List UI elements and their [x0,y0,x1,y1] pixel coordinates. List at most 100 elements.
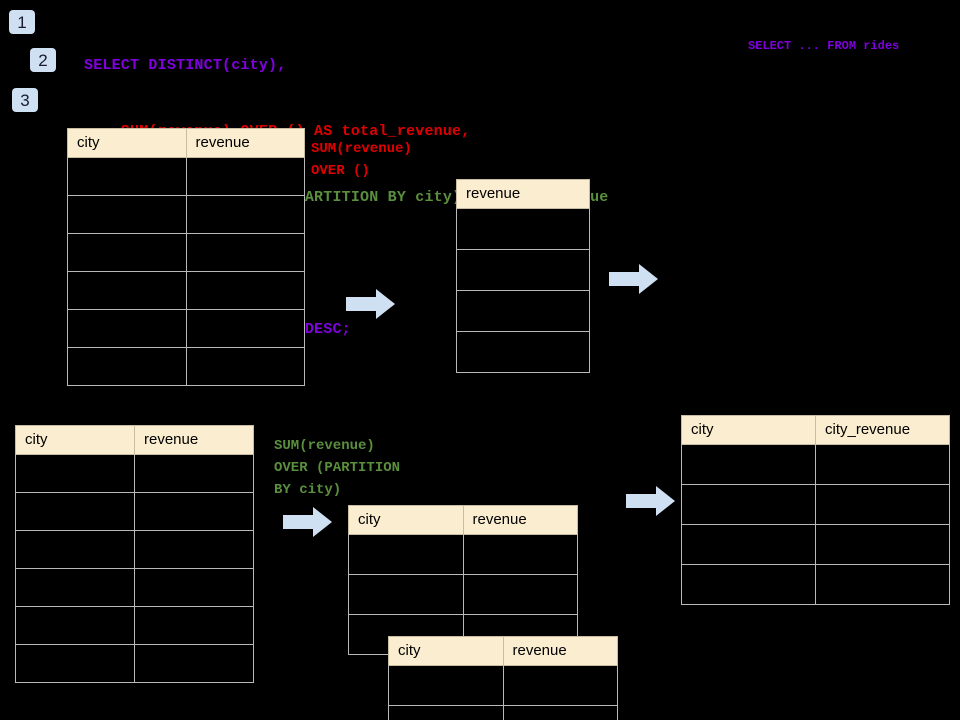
table-total-revenue: revenue [456,179,590,373]
table-cell [348,534,464,575]
table-cell [134,606,254,645]
table-cell [185,195,305,234]
table-cell [185,271,305,310]
table-cell [456,290,590,332]
arrow-rides-to-partition [283,506,333,543]
arrow-rides-to-total [346,288,396,325]
table-row [15,606,254,645]
table-cell [67,233,187,272]
arrow-total-to-result [609,263,659,300]
table-header-row: city revenue [67,128,305,158]
table-cell [15,644,135,683]
table-cell [134,644,254,683]
table-row [67,233,305,272]
table-partition-front: city revenue [388,636,618,720]
table-cell [681,564,816,605]
table-header-row: city revenue [15,425,254,455]
table-row [67,347,305,386]
table-header-row: revenue [456,179,590,209]
table-cell [456,331,590,373]
step-badge-1-label: 1 [17,12,27,32]
step-badge-2: 2 [30,48,56,72]
table-row [456,208,590,250]
table-result: city city_revenue [681,415,950,605]
table-cell [815,564,950,605]
table-cell [348,574,464,615]
table-row [67,195,305,234]
table-cell [134,568,254,607]
table-row [15,454,254,493]
annotation-sum-over-empty: SUM(revenue) OVER () [311,141,412,179]
table-cell [815,524,950,565]
table-row [15,644,254,683]
column-header-city: city [388,636,504,666]
table-cell [388,705,504,720]
column-header-revenue: revenue [456,179,590,209]
table-cell [134,454,254,493]
table-cell [388,665,504,706]
table-cell [15,606,135,645]
table-cell [67,347,187,386]
table-cell [185,233,305,272]
sql-line-select: SELECT DISTINCT(city), [84,57,287,74]
table-cell [15,454,135,493]
table-row [681,484,950,525]
table-row [456,331,590,373]
table-row [388,705,618,720]
arrow-partition-to-result [626,485,676,522]
table-cell [456,249,590,291]
table-header-row: city revenue [388,636,618,666]
table-row [348,534,578,575]
table-cell [502,705,618,720]
column-header-revenue: revenue [185,128,305,158]
table-cell [67,195,187,234]
column-header-revenue: revenue [462,505,578,535]
table-cell [67,309,187,348]
table-cell [462,534,578,575]
table-cell [15,492,135,531]
step-badge-2-label: 2 [38,50,48,70]
table-row [15,492,254,531]
table-cell [15,530,135,569]
table-cell [681,484,816,525]
side-note-select-from-rides: SELECT ... FROM rides [748,39,900,53]
column-header-city-revenue: city_revenue [815,415,950,445]
column-header-city: city [681,415,816,445]
step-badge-1: 1 [9,10,35,34]
table-cell [134,530,254,569]
table-row [681,564,950,605]
table-header-row: city city_revenue [681,415,950,445]
table-row [15,568,254,607]
table-row [348,574,578,615]
table-rides-bottom: city revenue [15,425,254,683]
table-cell [67,157,187,196]
table-rides-top: city revenue [67,128,305,386]
table-cell [185,347,305,386]
table-row [388,665,618,706]
table-cell [185,157,305,196]
column-header-city: city [15,425,135,455]
table-row [67,157,305,196]
table-row [67,271,305,310]
step-badge-3: 3 [12,88,38,112]
table-cell [462,574,578,615]
annotation-sum-over-partition: SUM(revenue) OVER (PARTITION BY city) [274,438,401,498]
table-row [681,444,950,485]
table-row [15,530,254,569]
table-cell [185,309,305,348]
column-header-revenue: revenue [134,425,254,455]
table-row [456,290,590,332]
table-row [681,524,950,565]
table-cell [15,568,135,607]
table-header-row: city revenue [348,505,578,535]
table-cell [815,444,950,485]
table-cell [681,524,816,565]
table-row [67,309,305,348]
column-header-revenue: revenue [502,636,618,666]
table-cell [456,208,590,250]
table-partition-back: city revenue [348,505,578,655]
table-cell [681,444,816,485]
table-row [456,249,590,291]
table-cell [67,271,187,310]
